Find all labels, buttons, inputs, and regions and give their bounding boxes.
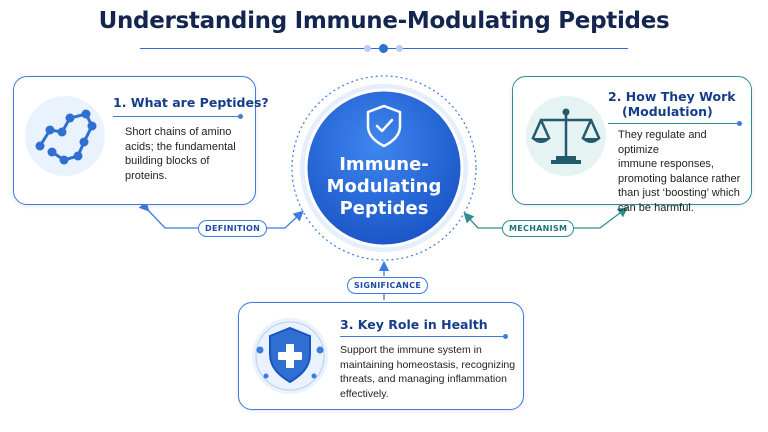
card1-underline (113, 114, 243, 119)
card3-title: 3. Key Role in Health (340, 317, 488, 332)
significance-tag: SIGNIFICANCE (347, 277, 429, 294)
shield-check-icon (366, 104, 402, 148)
card3-underline (340, 334, 508, 339)
card3-text: Support the immune system in maintaining… (340, 344, 516, 400)
card1-title: 1. What are Peptides? (113, 95, 269, 110)
definition-tag: DEFINITION (198, 220, 268, 237)
center-label: Immune- Modulating Peptides (326, 154, 442, 219)
shield-plus-icon (252, 318, 328, 394)
card2-text: They regulate and optimize immune respon… (618, 129, 741, 214)
center-circle (291, 75, 477, 261)
card1-text: Short chains of amino acids; the fundame… (125, 126, 236, 182)
card2-underline (608, 121, 742, 126)
card2-title: 2. How They Work (Modulation) (608, 89, 736, 119)
title-dots (364, 44, 403, 53)
balance-scale-icon (526, 96, 606, 176)
page-title: Understanding Immune-Modulating Peptides (98, 8, 670, 34)
molecule-chain-icon (25, 96, 105, 176)
mechanism-tag: MECHANISM (502, 220, 575, 237)
